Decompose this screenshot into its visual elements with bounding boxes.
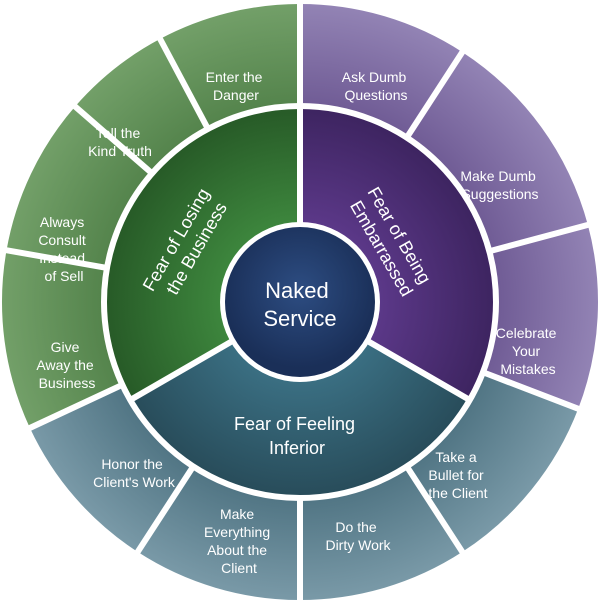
outer-label-celebrate-your-mistakes: Celebrate Your Mistakes (496, 325, 561, 377)
inner-segment-being-embarrassed (300, 106, 496, 400)
outer-label-line: Client (221, 560, 257, 576)
outer-segment-make-dumb-suggestions (406, 52, 588, 252)
inner-label-feeling-inferior: Fear of Feeling Inferior (234, 414, 360, 458)
outer-label-line: the Client (428, 485, 487, 501)
outer-label-line: Dirty Work (325, 537, 391, 553)
outer-separator (25, 382, 124, 433)
outer-label-line: Make (220, 506, 254, 522)
outer-label-line: Mistakes (500, 361, 555, 377)
outer-label-line: Make Dumb (460, 168, 536, 184)
outer-label-line: Bullet for (428, 467, 484, 483)
outer-segment-ask-dumb-questions (300, 4, 463, 138)
outer-label-line: Questions (344, 87, 407, 103)
outer-segment-enter-the-danger (160, 4, 300, 129)
outer-label-line: Tell the (96, 125, 141, 141)
outer-label-line: Take a (435, 449, 476, 465)
outer-separator (488, 220, 593, 255)
inner-separator (128, 338, 234, 403)
inner-segment-losing-business (104, 106, 300, 400)
outer-segment-take-a-bullet (406, 372, 579, 552)
outer-label-line: Do the (335, 519, 376, 535)
outer-segment-celebrate-your-mistakes (482, 224, 598, 409)
center-circle (225, 227, 375, 377)
outer-label-ask-dumb-questions: Ask Dumb Questions (342, 69, 410, 103)
outer-label-honor-clients-work: Honor the Client's Work (93, 456, 176, 490)
outer-label-line: Danger (213, 87, 259, 103)
outer-separator (481, 369, 584, 414)
outer-label-line: Client's Work (93, 474, 176, 490)
outer-separator (133, 464, 196, 557)
center-label: Naked Service (263, 278, 336, 331)
outer-segment-give-away-business (1, 250, 123, 428)
outer-label-line: Enter the (206, 69, 263, 85)
outer-label-line: Everything (204, 524, 270, 540)
outer-separator (70, 101, 155, 176)
outer-label-line: Ask Dumb (342, 69, 407, 85)
center-label-line: Naked (265, 278, 329, 303)
outer-separator (404, 47, 467, 140)
outer-separator (2, 246, 108, 271)
outer-separator (155, 33, 211, 131)
outer-label-enter-the-danger: Enter the Danger (206, 69, 267, 103)
outer-label-give-away-business: Give Away the Business (36, 339, 97, 391)
outer-label-always-consult: Always Consult Instead of Sell (38, 214, 89, 284)
inner-ring (104, 106, 496, 498)
outer-label-line: Always (40, 214, 84, 230)
outer-segment-honor-clients-work (29, 384, 194, 552)
outer-label-line: Instead (39, 250, 85, 266)
outer-labels: Ask Dumb Questions Make Dumb Suggestions… (36, 69, 561, 576)
outer-label-line: Kind Truth (88, 143, 152, 159)
outer-label-line: Away the (36, 357, 94, 373)
outer-label-line: Suggestions (461, 186, 538, 202)
outer-label-make-everything-about-client: Make Everything About the Client (204, 506, 274, 576)
inner-label-line: Fear of Feeling (234, 414, 355, 434)
outer-segment-do-the-dirty-work (300, 466, 463, 600)
outer-segment-make-everything-about-client (137, 466, 300, 600)
outer-separator (404, 464, 467, 557)
outer-label-line: Give (51, 339, 80, 355)
outer-label-make-dumb-suggestions: Make Dumb Suggestions (460, 168, 539, 202)
inner-label-line: Inferior (269, 438, 325, 458)
inner-segment-feeling-inferior (130, 341, 470, 498)
outer-label-line: Business (39, 375, 96, 391)
outer-label-take-a-bullet: Take a Bullet for the Client (428, 449, 487, 501)
outer-label-line: of Sell (45, 268, 84, 284)
outer-label-line: About the (207, 542, 267, 558)
outer-label-line: Honor the (101, 456, 163, 472)
outer-label-line: Celebrate (496, 325, 557, 341)
outer-label-line: Consult (38, 232, 86, 248)
outer-label-line: Your (512, 343, 541, 359)
outer-label-do-the-dirty-work: Do the Dirty Work (325, 519, 391, 553)
outer-label-tell-kind-truth: Tell the Kind Truth (88, 125, 152, 159)
center-label-line: Service (263, 306, 336, 331)
inner-separator (366, 338, 472, 403)
